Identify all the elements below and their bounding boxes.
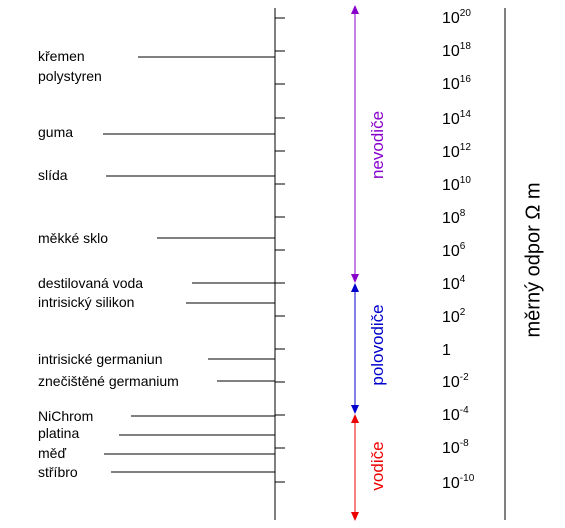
- material-label: znečištěné germanium: [38, 373, 179, 389]
- material-label: guma: [38, 124, 74, 140]
- material-label: křemen: [38, 48, 85, 64]
- scale-value: 108: [442, 208, 466, 228]
- scale-value: 1016: [442, 74, 471, 94]
- axis-ticks: [275, 17, 285, 483]
- scale-value: 106: [442, 241, 466, 261]
- conductors-label: vodiče: [368, 441, 387, 491]
- scale-value: 1012: [442, 142, 471, 162]
- scale-value: 10-10: [442, 473, 475, 493]
- semiconductors-label: polovodiče: [368, 304, 387, 386]
- scale-value: 1: [442, 342, 451, 359]
- material-label: intrisický silikon: [38, 294, 135, 310]
- axis-title: měrný odpor Ω m: [522, 182, 545, 338]
- scale-value: 102: [442, 307, 466, 327]
- material-label: intrisické germaniun: [38, 351, 163, 367]
- conductors-arrow: [351, 414, 359, 521]
- scale-value: 10-4: [442, 405, 469, 425]
- material-label: destilovaná voda: [38, 275, 144, 291]
- insulators-label: nevodiče: [368, 110, 387, 180]
- scale-value: 1018: [442, 41, 471, 61]
- material-label: stříbro: [38, 464, 78, 480]
- material-label: platina: [38, 425, 80, 441]
- leader-lines: [103, 56, 275, 473]
- scale-value: 1020: [442, 8, 471, 28]
- material-label: měď: [38, 445, 67, 461]
- semiconductors-arrow: [351, 283, 359, 414]
- material-label: měkké sklo: [38, 230, 109, 246]
- material-label: NiChrom: [38, 408, 94, 424]
- scale-value: 104: [442, 274, 466, 294]
- material-label: polystyren: [38, 68, 102, 84]
- scale-value: 1010: [442, 175, 471, 195]
- insulators-arrow: [351, 5, 359, 283]
- material-label: slída: [38, 167, 68, 183]
- scale-value: 10-2: [442, 372, 469, 392]
- scale-value: 1014: [442, 109, 471, 129]
- scale-value: 10-8: [442, 438, 469, 458]
